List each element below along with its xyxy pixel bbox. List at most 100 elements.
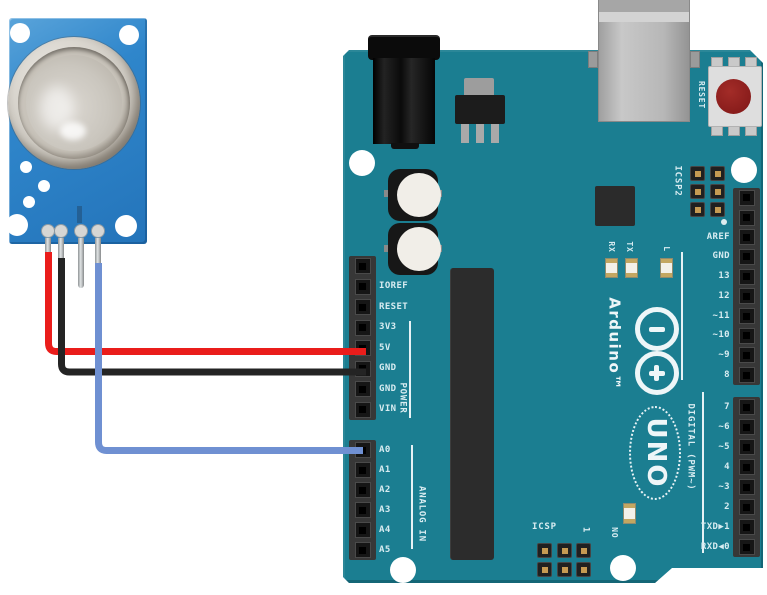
pin-TXD▶1: [733, 517, 760, 537]
pin-nc-0: [349, 256, 376, 277]
pin-5V: [349, 338, 376, 359]
digital-upper-group-line: [681, 252, 683, 380]
icsp2-pin: [710, 184, 725, 199]
sensor-pin-1: [45, 238, 51, 258]
pin-IOREF: [349, 277, 376, 298]
pin-label-0: [379, 256, 434, 277]
pin-label-5V: 5V: [379, 342, 391, 353]
icsp-pin: [557, 543, 572, 558]
pin-12: [733, 287, 760, 307]
pin-label-A4: A4: [379, 524, 391, 535]
pin-GND: [349, 379, 376, 400]
reset-button-leg: [728, 126, 740, 136]
pin-label-A1: A1: [379, 464, 391, 475]
pin-nc-1: [733, 208, 760, 228]
pin-A3: [349, 500, 376, 520]
pin-~3: [733, 477, 760, 497]
pin-3V3: [349, 318, 376, 339]
power-jack-flange: [368, 35, 440, 60]
pin-label-IOREF: IOREF: [379, 281, 409, 292]
reset-button-leg: [745, 126, 757, 136]
pin-label-~3: ~3: [718, 481, 730, 492]
power-jack-body: [373, 58, 435, 144]
pin-RXD◀0: [733, 537, 760, 557]
pin-label-~6: ~6: [718, 421, 730, 432]
capacitor-lead: [384, 245, 389, 252]
pin-label-AREF: AREF: [706, 231, 730, 242]
rx-label: RX: [607, 241, 616, 253]
pin-label-RXD◀0: RXD◀0: [700, 541, 730, 552]
rx-led: [605, 258, 618, 278]
pin-A0: [349, 440, 376, 460]
pin-label-~9: ~9: [718, 349, 730, 360]
usb-connector-band: [599, 12, 689, 22]
pin-7: [733, 397, 760, 417]
pin-label-GND: GND: [712, 251, 730, 262]
sensor-pad-3: [74, 224, 88, 238]
gas-sensor-module: [0, 0, 160, 300]
pin-label-VIN: VIN: [379, 404, 397, 415]
pin-label-4: 4: [724, 461, 730, 472]
tx-led: [625, 258, 638, 278]
sensor-silkscreen-mark: [77, 206, 82, 223]
sensor-via-1: [20, 161, 32, 173]
pin-AREF: [733, 227, 760, 247]
pin-label-2: 2: [724, 501, 730, 512]
pin-label-~10: ~10: [712, 330, 730, 341]
icsp-label: ICSP: [532, 522, 557, 532]
atmega328-chip: [450, 268, 494, 560]
board-hole-bottom-right: [610, 555, 636, 581]
sensor-pin-2: [58, 238, 64, 264]
icsp-pin: [576, 562, 591, 577]
pin-label-~5: ~5: [718, 441, 730, 452]
pin-label-A0: A0: [379, 444, 391, 455]
analog-header: [349, 440, 376, 560]
usb-interface-chip: [595, 186, 635, 226]
sensor-hole-bottom-right: [115, 215, 137, 237]
arduino-logo-text: Arduino™: [605, 297, 624, 391]
pin-8: [733, 365, 760, 385]
pin-A1: [349, 460, 376, 480]
pin-~9: [733, 346, 760, 366]
sensor-via-3: [23, 196, 35, 208]
icsp-pin1-label: 1: [580, 526, 591, 534]
digital-lower-group-line: [702, 392, 704, 553]
voltage-regulator-leg: [491, 123, 499, 143]
pin-~10: [733, 326, 760, 346]
pin-A2: [349, 480, 376, 500]
pin-label-GND: GND: [379, 383, 397, 394]
analog-group-line: [411, 445, 413, 549]
icsp2-pin: [710, 202, 725, 217]
board-hole-top-right: [731, 157, 757, 183]
pin-nc-0: [733, 188, 760, 208]
pin-A5: [349, 540, 376, 560]
pin-label-7: 7: [724, 401, 730, 412]
voltage-regulator-tab: [464, 78, 494, 98]
icsp-pin: [537, 562, 552, 577]
on-led: [623, 503, 636, 524]
pin-label-GND: GND: [379, 363, 397, 374]
sda-marker-dot: [721, 219, 727, 225]
icsp-pin: [537, 543, 552, 558]
board-hole-top-left: [349, 150, 375, 176]
icsp2-pin: [690, 202, 705, 217]
pin-~11: [733, 306, 760, 326]
icsp2-pin: [690, 166, 705, 181]
l-led: [660, 258, 673, 278]
power-group-line: [409, 321, 411, 418]
pin-GND: [349, 359, 376, 380]
arduino-logo-ring-minus: [635, 307, 679, 351]
sensor-hole-top-right: [119, 25, 139, 45]
sensor-pad-2: [54, 224, 68, 238]
digital-upper-header: [733, 188, 760, 385]
pin-label-A3: A3: [379, 504, 391, 515]
power-header: [349, 256, 376, 420]
pin-label-0: [650, 188, 730, 208]
reset-label: RESET: [697, 80, 706, 110]
pin-label-13: 13: [718, 271, 730, 282]
icsp2-pin: [710, 166, 725, 181]
reset-button-cap[interactable]: [716, 79, 751, 114]
